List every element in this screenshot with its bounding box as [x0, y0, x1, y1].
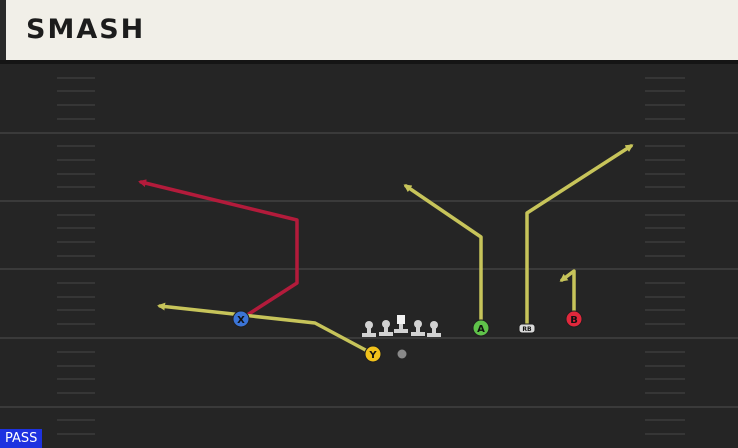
player-rb-label: RB [522, 326, 532, 333]
player-y[interactable]: Y [364, 345, 382, 363]
player-a-label: A [477, 324, 485, 335]
player-a[interactable]: A [472, 319, 490, 337]
player-rb[interactable]: RB [518, 323, 536, 334]
play-diagram: X Y A RB B [0, 77, 738, 435]
play-type-badge: PASS [0, 429, 43, 448]
player-b[interactable]: B [565, 310, 583, 328]
player-b-label: B [570, 315, 578, 326]
offensive-line [362, 315, 441, 337]
player-x[interactable]: X [232, 310, 250, 328]
player-x-label: X [237, 315, 245, 326]
quarterback-dot [397, 349, 407, 359]
hash-marks-right [645, 77, 685, 435]
route-a-corner[interactable] [403, 184, 483, 330]
route-x-post-corner[interactable] [138, 179, 299, 321]
play-title: SMASH [26, 14, 146, 45]
route-y-out[interactable] [157, 302, 375, 356]
lineman-icon [427, 321, 441, 337]
route-b-hitch[interactable] [559, 269, 576, 320]
lineman-icon [379, 320, 393, 336]
play-header: SMASH [0, 0, 738, 60]
hash-marks-left [57, 77, 95, 435]
player-y-label: Y [368, 350, 377, 361]
lineman-icon [362, 321, 376, 337]
yard-lines [0, 132, 738, 408]
play-field: X Y A RB B PASS [0, 64, 738, 448]
route-rb-wheel[interactable] [525, 144, 634, 330]
lineman-icon [411, 320, 425, 336]
center-icon [394, 315, 408, 333]
header-divider [0, 60, 738, 64]
